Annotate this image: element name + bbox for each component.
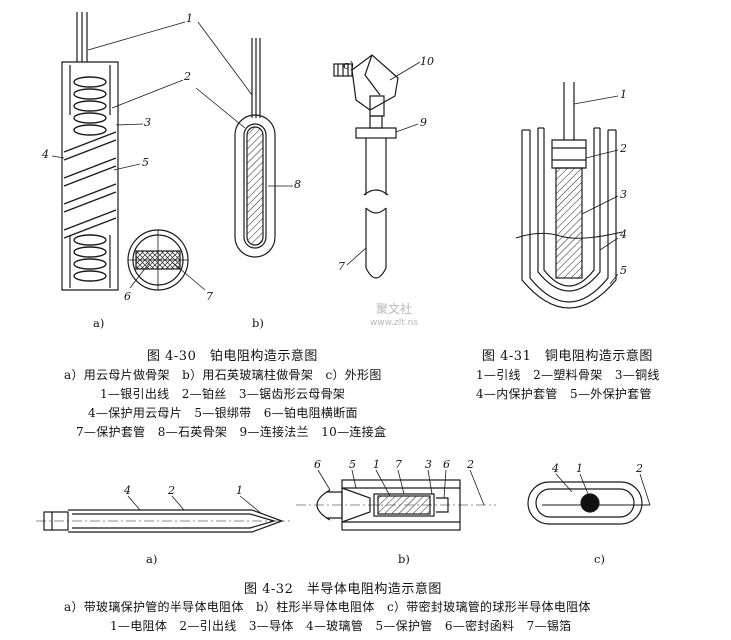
fig32-caption-line1: a）带玻璃保护管的半导体电阻体 b）柱形半导体电阻体 c）带密封玻璃管的球形半导… [64, 600, 591, 614]
fig32c-callout-2: 2 [636, 462, 643, 475]
fig32b-drawing [296, 469, 496, 531]
fig30-callout-1: 1 [186, 12, 193, 25]
watermark-url: www.zlt.ns [369, 318, 419, 328]
fig30-sub-b: b) [252, 316, 264, 330]
fig30-callout-7: 7 [206, 290, 213, 303]
fig32c-callout-4: 4 [552, 462, 559, 475]
fig31-callout-1: 1 [620, 88, 627, 101]
fig30c-drawing [333, 54, 421, 279]
fig30-sub-a: a) [93, 316, 105, 330]
fig30-caption-line3: 4—保护用云母片 5—银绑带 6—铂电阻横断面 [88, 406, 358, 420]
fig32-sub-a: a) [146, 552, 158, 566]
fig30-caption-title: 图 4-30 铂电阻构造示意图 [147, 349, 318, 364]
watermark-logo: 聚文社 [375, 302, 412, 316]
fig32c-drawing [527, 473, 651, 525]
fig32a-callout-2: 2 [168, 484, 175, 497]
fig32-caption-title: 图 4-32 半导体电阻构造示意图 [244, 582, 442, 597]
fig30-callout-5: 5 [142, 156, 149, 169]
fig32a-callout-4: 4 [124, 484, 131, 497]
fig30-callout-8: 8 [294, 178, 301, 191]
fig31-callout-5: 5 [620, 264, 627, 277]
fig32c-callout-1: 1 [576, 462, 583, 475]
fig32b-callout-2: 2 [467, 458, 474, 471]
fig30-callout-6: 6 [124, 290, 131, 303]
fig30a-drawing [51, 12, 206, 291]
fig30-caption-line1: a）用云母片做骨架 b）用石英玻璃柱做骨架 c）外形图 [64, 368, 382, 382]
fig31-caption-line1: 1—引线 2—塑料骨架 3—铜线 [476, 368, 660, 382]
fig31-caption-title: 图 4-31 铜电阻构造示意图 [482, 349, 653, 364]
fig31-drawing [515, 82, 623, 309]
fig30-callout-2: 2 [184, 70, 191, 83]
fig32-sub-c: c) [594, 552, 605, 566]
fig30-caption-line4: 7—保护套管 8—石英骨架 9—连接法兰 10—连接盒 [76, 425, 387, 439]
fig31-callout-4: 4 [620, 228, 627, 241]
fig30-callout-7c: 7 [338, 260, 345, 273]
fig32b-callout-6b: 6 [443, 458, 450, 471]
fig30b-drawing [195, 21, 293, 258]
fig32b-callout-5: 5 [349, 458, 356, 471]
fig32b-callout-3: 3 [425, 458, 432, 471]
fig30-callout-9: 9 [420, 116, 427, 129]
fig31-callout-2: 2 [620, 142, 627, 155]
fig32-caption-line2: 1—电阻体 2—引出线 3—导体 4—玻璃管 5—保护管 6—密封函料 7—锡箔 [110, 619, 572, 633]
fig31-caption-line2: 4—内保护套管 5—外保护套管 [476, 387, 652, 401]
fig30-callout-10: 10 [420, 55, 434, 68]
fig32a-drawing [36, 495, 290, 533]
fig30-callout-4: 4 [42, 148, 49, 161]
fig30-sub-c: c) [343, 58, 354, 72]
fig32a-callout-1: 1 [236, 484, 243, 497]
fig31-callout-3: 3 [620, 188, 627, 201]
fig32b-callout-7: 7 [395, 458, 402, 471]
fig32b-callout-6a: 6 [314, 458, 321, 471]
fig30-callout-3: 3 [144, 116, 151, 129]
fig32-sub-b: b) [398, 552, 410, 566]
fig32b-callout-1: 1 [373, 458, 380, 471]
fig30-caption-line2: 1—银引出线 2—铂丝 3—锯齿形云母骨架 [100, 387, 346, 401]
